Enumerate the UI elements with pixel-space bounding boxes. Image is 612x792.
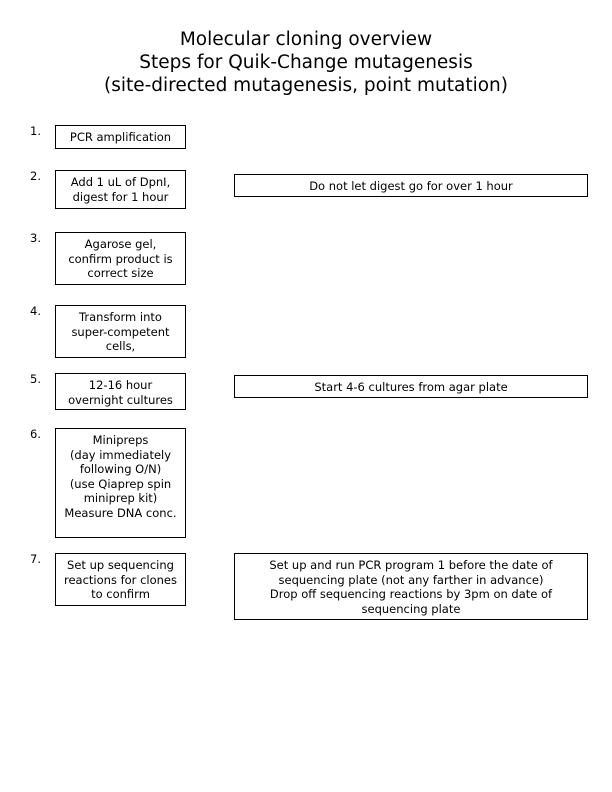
step-number-5: 5. <box>30 372 41 386</box>
note-box-5[interactable]: Start 4-6 cultures from agar plate <box>234 375 588 398</box>
title-line-1: Molecular cloning overview <box>179 29 433 50</box>
note-box-7[interactable]: Set up and run PCR program 1 before the … <box>234 553 588 620</box>
step-box-7[interactable]: Set up sequencing reactions for clones t… <box>55 553 186 606</box>
step-box-6[interactable]: Minipreps (day immediately following O/N… <box>55 428 186 538</box>
note-box-2[interactable]: Do not let digest go for over 1 hour <box>234 174 588 197</box>
title-line-3: (site-directed mutagenesis, point mutati… <box>103 75 508 96</box>
step-number-1: 1. <box>30 124 41 138</box>
document-title: Molecular cloning overview Steps for Qui… <box>0 28 612 97</box>
step-box-1[interactable]: PCR amplification <box>55 125 186 149</box>
step-number-4: 4. <box>30 304 41 318</box>
step-number-7: 7. <box>30 552 41 566</box>
step-box-5[interactable]: 12-16 hour overnight cultures <box>55 373 186 410</box>
step-box-3[interactable]: Agarose gel, confirm product is correct … <box>55 232 186 285</box>
step-box-2[interactable]: Add 1 uL of DpnI, digest for 1 hour <box>55 170 186 209</box>
step-number-6: 6. <box>30 427 41 441</box>
step-number-3: 3. <box>30 231 41 245</box>
title-line-2: Steps for Quik-Change mutagenesis <box>139 52 473 73</box>
step-number-2: 2. <box>30 169 41 183</box>
step-box-4[interactable]: Transform into super-competent cells, <box>55 305 186 358</box>
